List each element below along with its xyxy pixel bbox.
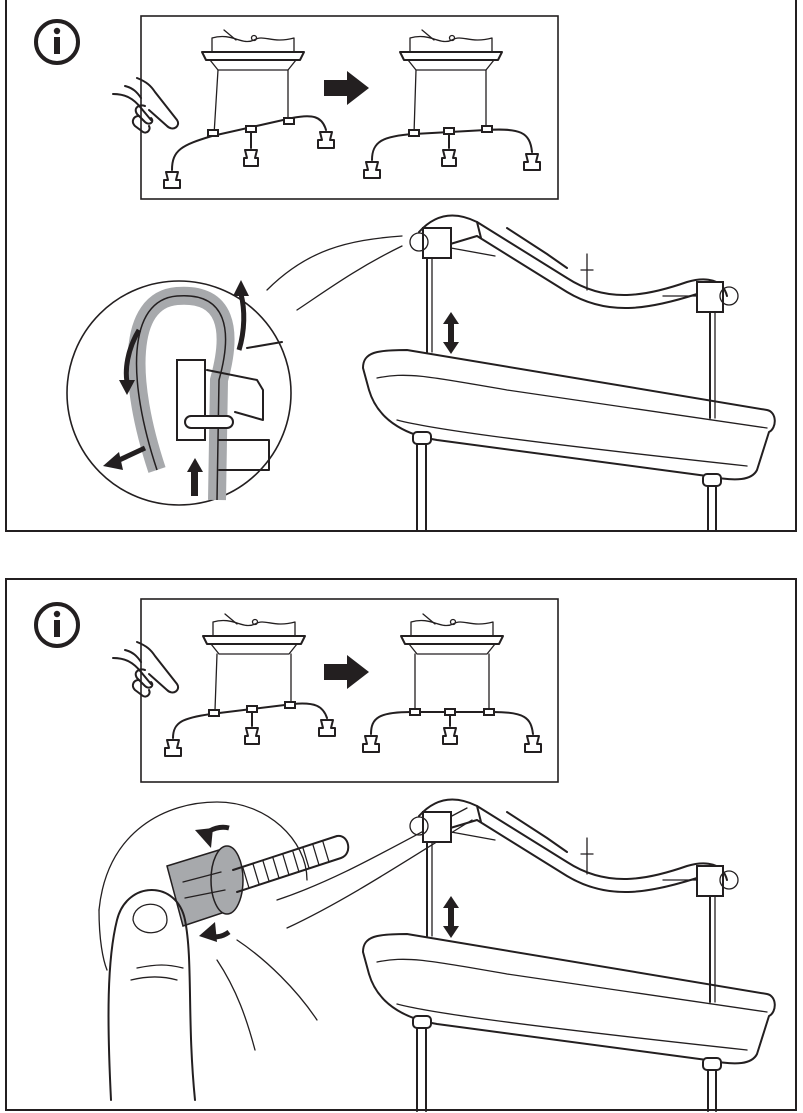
double-arrow-vertical-icon bbox=[443, 896, 459, 938]
hand-press-icon bbox=[112, 77, 179, 134]
lamp-before-illustration bbox=[164, 613, 336, 757]
ceiling-canopy bbox=[362, 933, 776, 1071]
hand-press-icon bbox=[112, 641, 179, 698]
info-icon bbox=[34, 19, 80, 65]
ceiling-bracket bbox=[409, 214, 739, 313]
lamp-after-illustration bbox=[363, 29, 541, 179]
step-2-illustration bbox=[34, 598, 776, 1112]
lamp-before-illustration bbox=[163, 29, 335, 189]
arrow-right-icon bbox=[324, 71, 369, 105]
rotate-arrow-bottom bbox=[199, 922, 217, 942]
arrow-up bbox=[233, 280, 249, 296]
thumb-nut-detail bbox=[98, 801, 473, 1101]
instruction-step-2 bbox=[5, 578, 797, 1112]
cable-loop-detail bbox=[66, 235, 403, 506]
inset-frame bbox=[140, 598, 559, 783]
rotate-arrow-top bbox=[195, 828, 213, 848]
instruction-step-1 bbox=[5, 0, 797, 532]
info-icon bbox=[34, 602, 80, 648]
step-1-illustration bbox=[34, 15, 776, 531]
double-arrow-vertical-icon bbox=[443, 312, 459, 354]
inset-frame bbox=[140, 15, 559, 200]
threaded-rod bbox=[232, 834, 350, 893]
arrow-up-small bbox=[187, 458, 203, 472]
arrow-right-icon bbox=[324, 655, 369, 689]
ceiling-bracket bbox=[409, 798, 739, 897]
ceiling-canopy bbox=[362, 349, 776, 487]
arrow-out-left bbox=[103, 452, 123, 470]
lamp-after-illustration bbox=[362, 613, 542, 753]
arrow-down bbox=[119, 380, 135, 395]
